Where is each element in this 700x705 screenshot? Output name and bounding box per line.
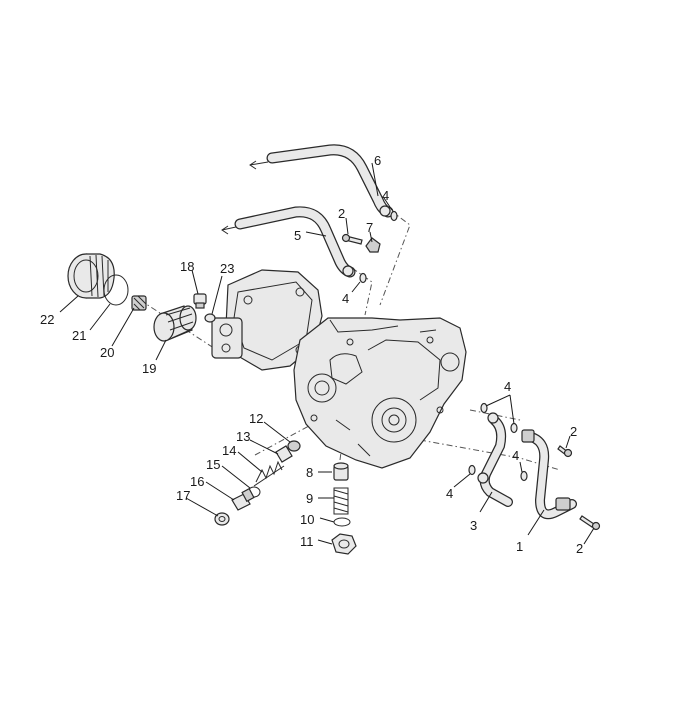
callout-4-mid: 4 [342, 291, 349, 306]
plug-18 [193, 293, 207, 309]
filter-cover-22 [67, 253, 115, 299]
filter-spring-20 [131, 295, 147, 311]
o-ring-10 [333, 517, 351, 527]
callout-21: 21 [72, 328, 86, 343]
callout-4-right-lower: 4 [512, 448, 519, 463]
callout-19: 19 [142, 361, 156, 376]
flow-arrow-icon [221, 225, 237, 235]
callout-6: 6 [374, 153, 381, 168]
callout-4-top: 4 [382, 188, 389, 203]
callout-4-left-lower: 4 [446, 486, 453, 501]
oil-pipe-6 [249, 144, 394, 218]
callout-15: 15 [206, 457, 220, 472]
o-ring-23 [204, 313, 216, 323]
callout-11: 11 [300, 534, 314, 549]
callout-22: 22 [40, 312, 54, 327]
callout-7: 7 [366, 220, 373, 235]
callout-18: 18 [180, 259, 194, 274]
callout-2-top: 2 [338, 206, 345, 221]
flow-arrow-icon [249, 160, 269, 170]
callout-labels: 6 4 2 7 5 4 4 2 4 4 3 1 2 12 13 14 15 16… [40, 153, 583, 556]
engine-crankcase [293, 317, 467, 469]
spring-9 [333, 487, 349, 515]
callout-2-right-lower: 2 [576, 541, 583, 556]
bolt-2-upper [341, 233, 363, 245]
callout-23: 23 [220, 261, 234, 276]
callout-12: 12 [249, 411, 263, 426]
engine-cover [211, 269, 323, 371]
callout-20: 20 [100, 345, 114, 360]
plug-12 [287, 440, 301, 452]
callout-9: 9 [306, 491, 313, 506]
piston-13 [275, 445, 293, 463]
oil-pipe-3 [477, 412, 513, 507]
callout-17: 17 [176, 488, 190, 503]
callout-8: 8 [306, 465, 313, 480]
piston-8 [333, 462, 349, 481]
bolt-2-right-lower [579, 515, 601, 531]
o-ring-21 [103, 274, 129, 306]
callout-13: 13 [236, 429, 250, 444]
banjo-7 [365, 237, 381, 253]
callout-4-right: 4 [504, 379, 511, 394]
callout-10: 10 [300, 512, 314, 527]
oil-pipe-5 [221, 206, 356, 278]
spring-14 [253, 460, 285, 487]
oil-filter-19 [153, 305, 197, 342]
callout-2-right-upper: 2 [570, 424, 577, 439]
seal-ring-17 [214, 512, 230, 526]
callout-5: 5 [294, 228, 301, 243]
callout-16: 16 [190, 474, 204, 489]
callout-1: 1 [516, 539, 523, 554]
oil-pipe-1 [521, 429, 577, 520]
callout-3: 3 [470, 518, 477, 533]
screw-plug-16 [231, 487, 255, 511]
plug-11 [331, 533, 357, 555]
bolt-2-right-upper [557, 445, 573, 458]
washer-4-mid [359, 272, 367, 284]
callout-14: 14 [222, 443, 236, 458]
washer-4-upper [390, 210, 398, 222]
leader-lines [59, 162, 595, 545]
washers-4-right [468, 402, 528, 482]
